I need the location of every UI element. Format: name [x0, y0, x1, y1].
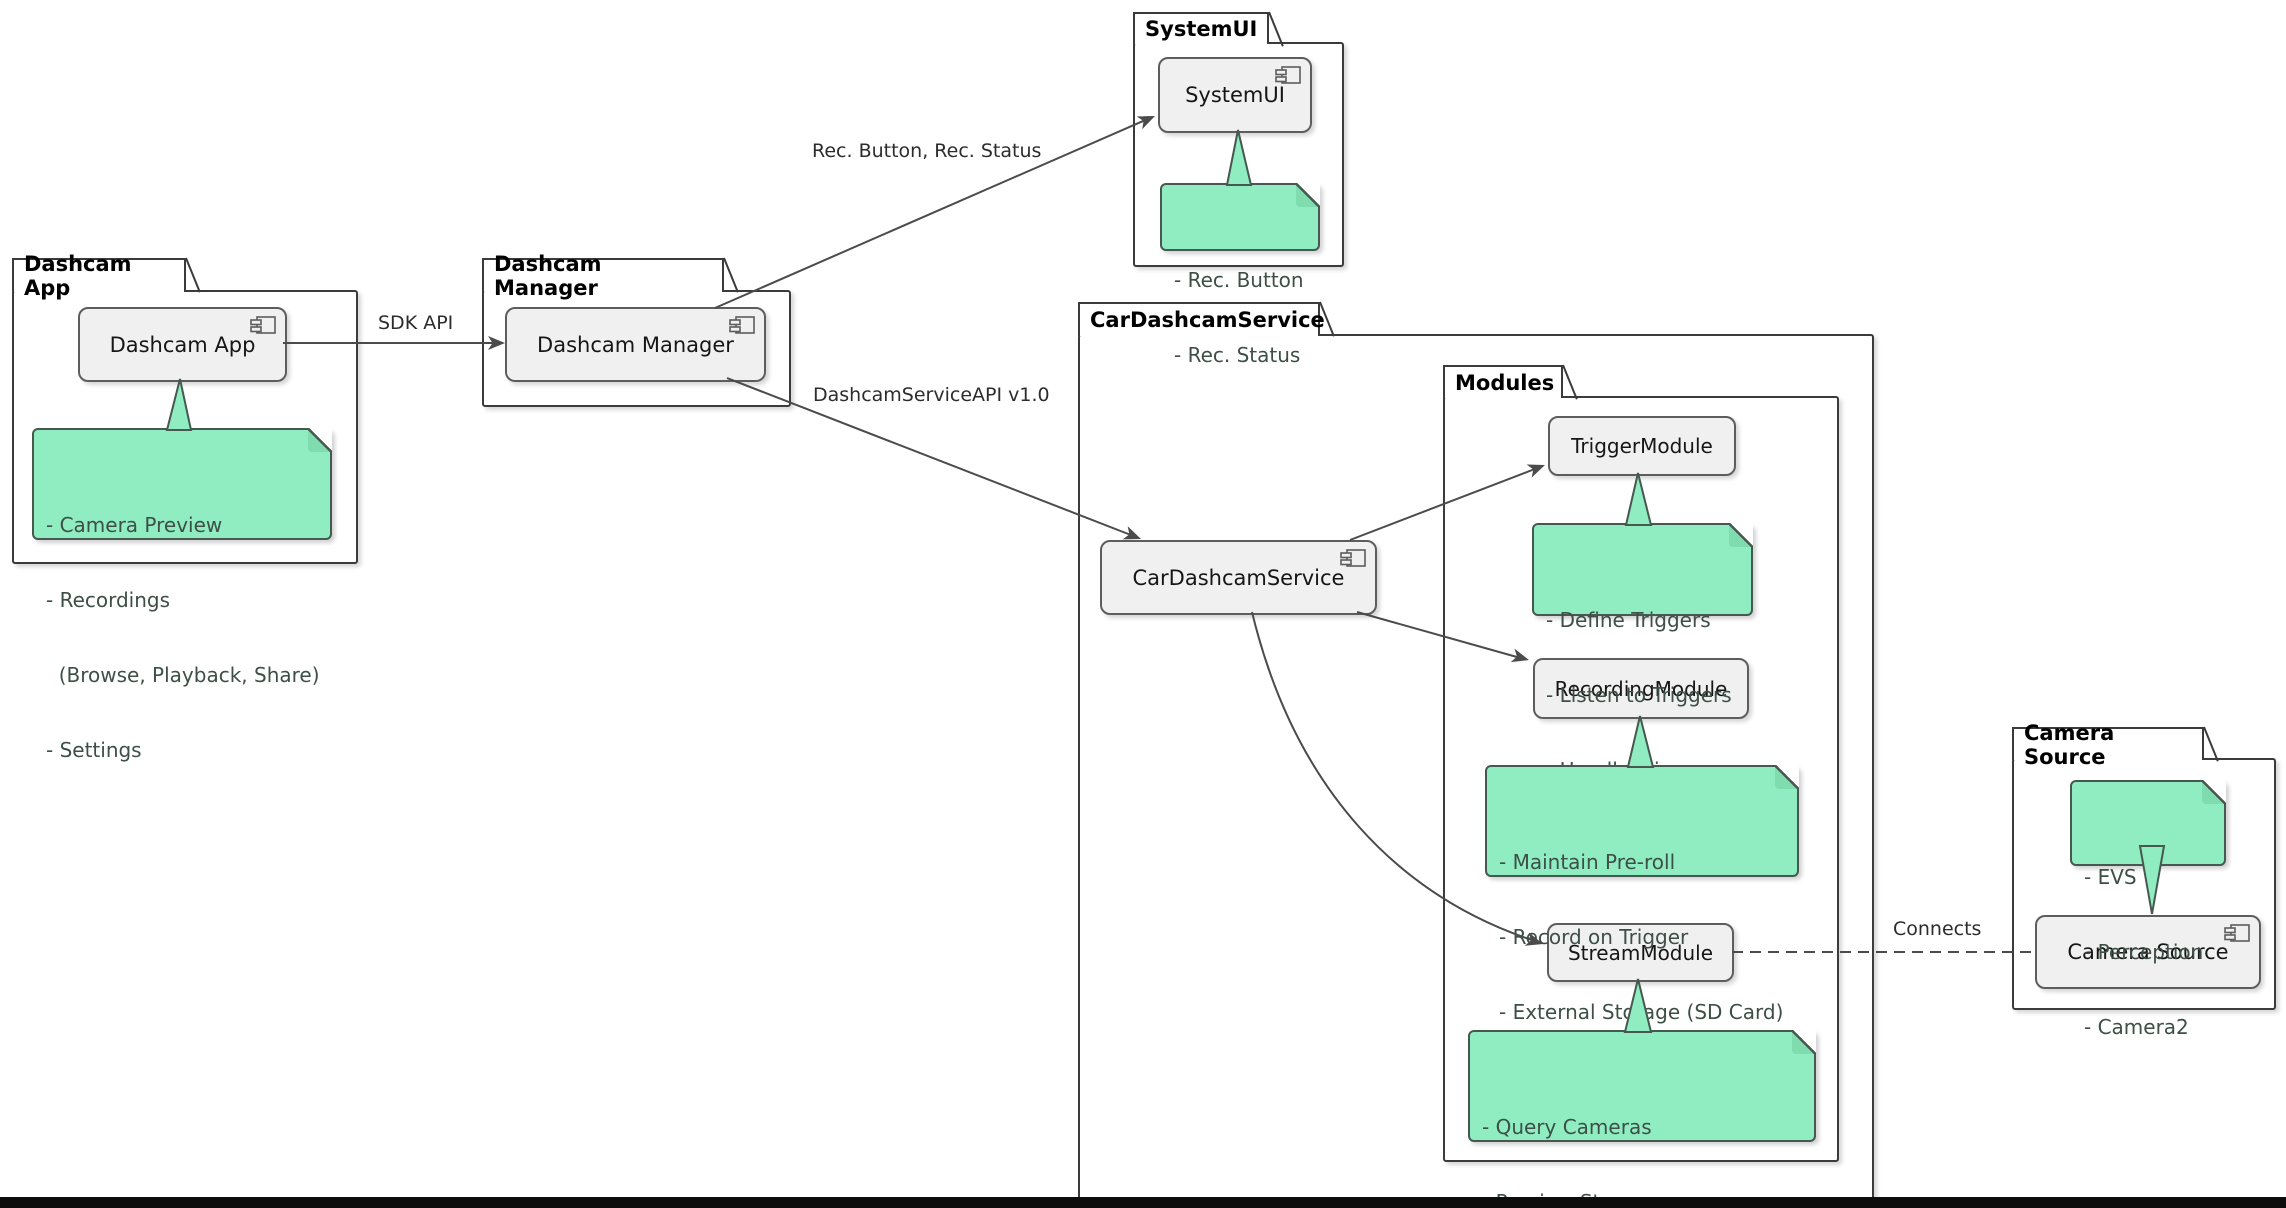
edge-label-sdk-api: SDK API [378, 312, 454, 334]
component-dashcam-app: Dashcam App [78, 307, 287, 382]
component-icon [2224, 924, 2250, 942]
package-title: Dashcam App [24, 252, 132, 300]
component-dashcam-manager: Dashcam Manager [505, 307, 766, 382]
note-line: - Define Triggers [1546, 608, 1711, 632]
note-line: - Maintain Pre-roll [1499, 850, 1676, 874]
note-fold-corner [1792, 1030, 1816, 1054]
note-fold-corner [2202, 780, 2226, 804]
note-line: - Record on Trigger [1499, 925, 1689, 949]
component-label: TriggerModule [1571, 434, 1713, 458]
note-line: - Settings [46, 738, 142, 762]
component-label: Dashcam Manager [537, 332, 734, 357]
package-tab-dashcam-manager: Dashcam Manager [482, 252, 724, 300]
note-line: - Camera2 [2084, 1015, 2189, 1039]
component-camera-source: Camera Source [2035, 915, 2261, 989]
note-dashcam-app-features: - Camera Preview - Recordings (Browse, P… [32, 428, 332, 762]
edge-label-connects: Connects [1893, 918, 1982, 940]
note-recording-module-features: - Maintain Pre-roll - Record on Trigger … [1485, 765, 1799, 1099]
note-line: - Listen to Triggers [1546, 683, 1732, 707]
component-label: Dashcam App [109, 332, 256, 357]
component-car-dashcam-service: CarDashcamService [1100, 540, 1377, 615]
component-label: RecordingModule [1554, 676, 1728, 701]
note-fold-corner [308, 428, 332, 452]
note-fold-corner [1296, 183, 1320, 207]
edge-label-rec-controls: Rec. Button, Rec. Status [812, 140, 1042, 162]
package-tab-modules: Modules [1443, 365, 1563, 398]
package-tab-camera-source: Camera Source [2012, 721, 2204, 769]
edge-label-service-api: DashcamServiceAPI v1.0 [813, 384, 1050, 406]
package-title: Modules [1455, 370, 1555, 395]
note-line: (Browse, Playback, Share) [46, 663, 320, 687]
note-fold-corner [1775, 765, 1799, 789]
component-trigger-module: TriggerModule [1548, 416, 1736, 476]
note-fold-corner [1729, 523, 1753, 547]
component-systemui: SystemUI [1158, 57, 1312, 133]
package-title: CarDashcamService [1090, 308, 1325, 332]
note-line: - Recordings [46, 588, 171, 612]
package-title: SystemUI [1145, 17, 1258, 41]
component-recording-module: RecordingModule [1533, 658, 1749, 719]
note-stream-module-features: - Query Cameras - Preview Stream - Snaps… [1468, 1030, 1816, 1208]
package-title: Camera Source [2024, 720, 2115, 769]
bottom-edge-bar [0, 1197, 2286, 1208]
note-line: - Rec. Status [1174, 343, 1301, 367]
component-label: Camera Source [2067, 940, 2229, 964]
component-icon [250, 316, 276, 334]
note-line: - Perception [2084, 940, 2204, 964]
note-systemui-features: - Rec. Button - Rec. Status [1160, 183, 1320, 367]
component-label: SystemUI [1185, 83, 1285, 107]
component-icon [1340, 549, 1366, 567]
component-icon [1275, 66, 1301, 84]
component-icon [729, 316, 755, 334]
component-label: CarDashcamService [1132, 565, 1345, 590]
note-line: - External Storage (SD Card) [1499, 1000, 1784, 1024]
note-line: - Rec. Button [1174, 268, 1304, 292]
note-camera-source-types: - EVS - Perception - Camera2 [2070, 780, 2226, 1039]
package-tab-systemui: SystemUI [1133, 12, 1269, 44]
note-line: - Camera Preview [46, 513, 223, 537]
package-tab-dashcam-app: Dashcam App [12, 252, 186, 300]
component-label: StreamModule [1567, 940, 1714, 965]
note-line: - EVS [2084, 865, 2137, 889]
note-line: - Query Cameras [1482, 1115, 1652, 1139]
note-trigger-module-features: - Define Triggers - Listen to Triggers -… [1532, 523, 1753, 782]
package-title: Dashcam Manager [494, 252, 602, 300]
